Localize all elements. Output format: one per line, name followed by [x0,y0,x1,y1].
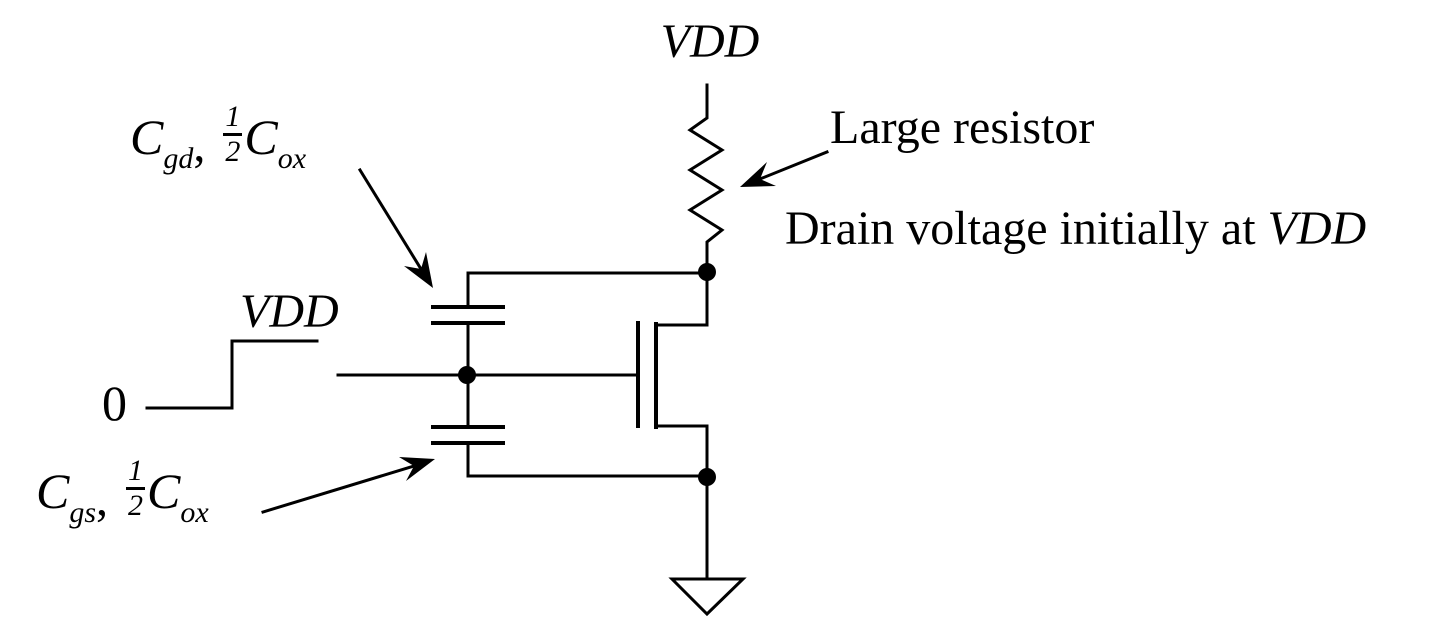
cox-symbol: C [147,463,181,519]
cgd-symbol: C [130,109,164,165]
step-low-label: 0 [102,375,127,431]
vdd-rail-label: VDD [660,15,760,68]
cgd-comma: , [193,119,206,172]
cox-subscript: ox [180,496,209,529]
drain-voltage-note-vdd: VDD [1267,202,1367,255]
ground-icon [668,577,747,617]
large-resistor-label: Large resistor [830,101,1095,154]
resistor [687,83,725,273]
cgd-capacitor [431,271,505,377]
cox-symbol: C [244,109,278,165]
cgs-pointer-arrow [261,457,435,514]
cgs-capacitor [431,373,505,478]
drain-lead [654,271,709,327]
cgd-subscript: gd [163,142,194,175]
step-high-label: VDD [240,285,339,338]
cgd-pointer-arrow [357,167,433,288]
cgs-subscript: gs [69,496,97,529]
cgs-comma: , [96,473,109,526]
source-lead [654,424,709,479]
step-waveform [145,339,319,410]
drain-voltage-note-text: Drain voltage initially at [785,202,1256,255]
resistor-pointer-arrow [740,150,829,187]
cgs-symbol: C [36,463,70,519]
drain-junction-dot [698,263,716,281]
gate-junction-dot [458,366,476,384]
nmos-transistor [636,271,709,479]
source-junction-dot [698,468,716,486]
cox-subscript: ox [277,142,307,175]
